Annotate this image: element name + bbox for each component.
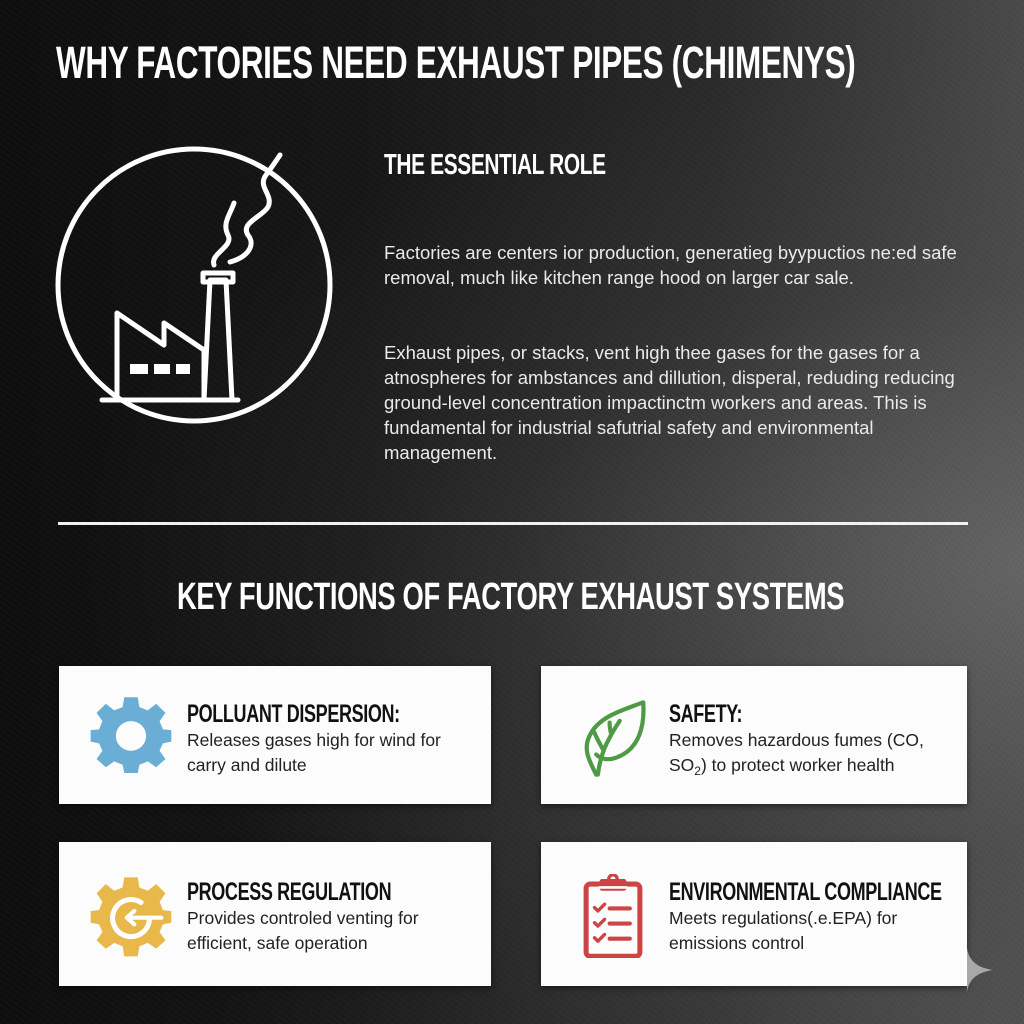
card-description: Removes hazardous fumes (CO, SO2) to pro… [669, 730, 924, 778]
card-description: Meets regulations(.e.EPA) for emissions … [669, 908, 898, 953]
essential-role-paragraph-2: Exhaust pipes, or stacks, vent high thee… [384, 342, 955, 463]
key-functions-heading: KEY FUNCTIONS OF FACTORY EXHAUST SYSTEMS [177, 576, 845, 618]
card-environmental-compliance: ENVIRONMENTAL COMPLIANCE Meets regulatio… [541, 842, 967, 986]
card-title: SAFETY: [669, 700, 743, 728]
card-title: ENVIRONMENTAL COMPLIANCE [669, 878, 942, 906]
essential-role-heading: THE ESSENTIAL ROLE [384, 149, 606, 181]
essential-role-paragraph-1: Factories are centers ior production, ge… [384, 242, 957, 288]
card-title: PROCESS REGULATION [187, 878, 392, 906]
factory-chimney-smoke-icon [55, 146, 333, 424]
gear-icon [90, 697, 172, 773]
clipboard-checklist-icon [583, 874, 643, 958]
card-process-regulation: PROCESS REGULATION Provides controled ve… [59, 842, 491, 986]
card-safety: SAFETY: Removes hazardous fumes (CO, SO2… [541, 666, 967, 804]
gear-arrow-icon [90, 877, 172, 957]
card-pollutant-dispersion: POLLUANT DISPERSION: Releases gases high… [59, 666, 491, 804]
card-description: Provides controled venting for efficient… [187, 908, 419, 953]
card-title: POLLUANT DISPERSION: [187, 700, 400, 728]
sparkle-icon [967, 948, 993, 992]
card-description: Releases gases high for wind for carry a… [187, 730, 441, 775]
page-title: WHY FACTORIES NEED EXHAUST PIPES (CHIMEN… [56, 37, 856, 88]
section-divider [58, 522, 968, 525]
leaf-icon [584, 700, 646, 777]
